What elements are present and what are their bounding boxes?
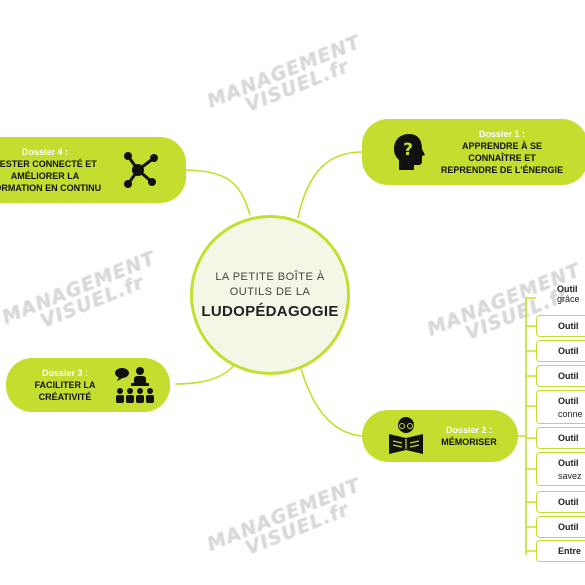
reader-book-icon [389,417,423,454]
dossier-title-line: CONNAÎTRE ET [468,153,536,163]
dossier-1-node[interactable]: ? Dossier 1 : APPRENDRE À SE CONNAÎTRE E… [362,119,585,185]
head-question-icon: ? [394,134,425,170]
outil-item[interactable]: Outil [536,491,585,513]
dossier-title-line: APPRENDRE À SE [461,141,542,151]
outil-item[interactable]: Outil [536,315,585,337]
outil-item[interactable]: Outil [536,427,585,449]
dossier-title-line: REPRENDRE DE L'ÉNERGIE [440,165,564,175]
link-dossier-2 [297,357,363,437]
central-topic: LA PETITE BOÎTE À OUTILS DE LA LUDOPÉDAG… [190,215,350,375]
dossier-label: Dossier 2 : [445,425,493,435]
outil-item[interactable]: Outil [536,340,585,362]
link-dossier-1 [297,151,363,219]
dossier-label: Dossier 1 : [478,129,526,139]
link-outils-ticks [526,325,536,552]
link-dossier-4 [179,169,251,216]
link-outils-bracket [518,297,536,555]
central-topic-line: LA PETITE BOÎTE À [215,271,325,283]
outil-item[interactable]: Outil [536,365,585,387]
outil-description: grâce [557,294,580,304]
svg-text:?: ? [403,140,413,160]
dossier-2-node[interactable]: Dossier 2 : MÉMORISER [362,410,518,462]
dossier-title-line: CRÉATIVITÉ [38,392,92,402]
dossier-title-line: FORMATION EN CONTINU [0,183,102,193]
dossier-title-line: RESTER CONNECTÉ ET [0,159,97,169]
network-nodes-icon [124,152,158,188]
dossier-3-node[interactable]: Dossier 3 : FACILITER LA CRÉATIVITÉ [6,358,170,412]
outil-item[interactable]: Entre [536,540,585,562]
dossier-label: Dossier 4 : [21,147,69,157]
dossier-title-line: FACILITER LA [34,380,96,390]
outil-item[interactable]: Outil [536,516,585,538]
central-topic-title: LUDOPÉDAGOGIE [201,303,339,320]
dossier-4-node[interactable]: Dossier 4 : RESTER CONNECTÉ ET AMÉLIORER… [0,137,186,203]
dossier-title-line: MÉMORISER [441,437,497,447]
dossier-title-line: AMÉLIORER LA [10,171,80,181]
central-topic-line: OUTILS DE LA [229,286,311,298]
dossier-label: Dossier 3 : [41,368,89,378]
outil-label: Outil [557,284,578,294]
speaker-audience-icon [115,367,154,403]
outil-fragment-top: Outil grâce [557,284,580,304]
